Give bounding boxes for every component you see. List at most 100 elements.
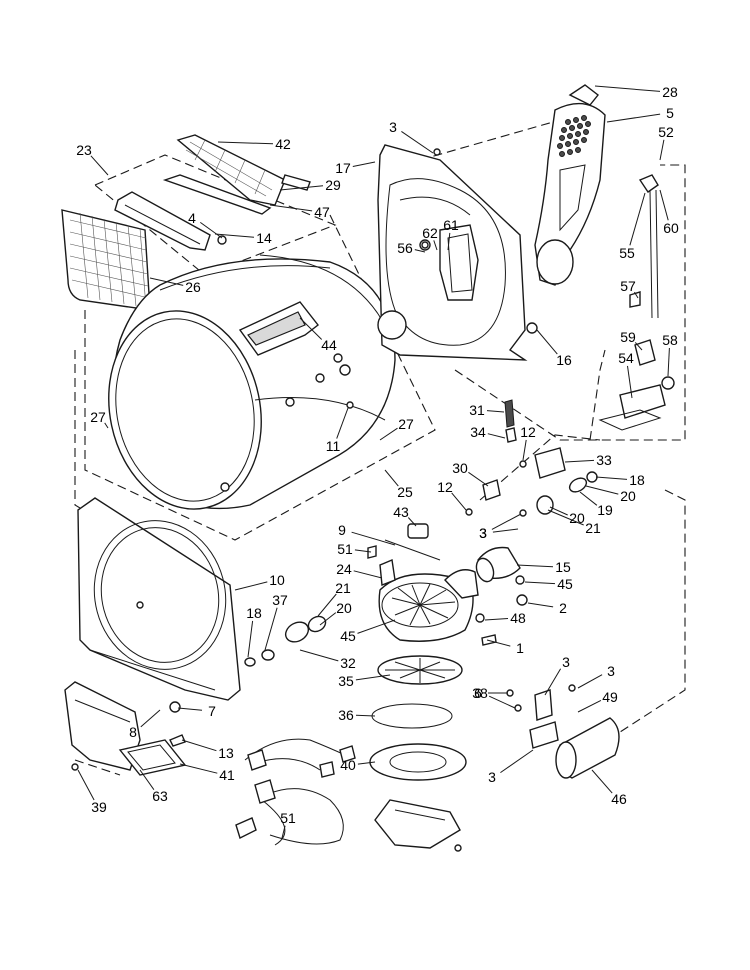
leader-line [659, 139, 665, 161]
callout-label: 2 [559, 600, 567, 616]
leader-line [627, 365, 633, 399]
callout-label: 48 [510, 610, 526, 626]
callout-label: 3 [389, 119, 397, 135]
leader-line [486, 410, 505, 413]
leader-line [407, 517, 417, 527]
leader-line [579, 491, 598, 506]
leader-line [594, 85, 661, 92]
callout-label: 19 [597, 502, 613, 518]
leader-line [247, 620, 254, 658]
callout-label: 57 [620, 278, 636, 294]
leader-line [104, 422, 109, 429]
callout-label: 46 [611, 791, 627, 807]
callout-label: 51 [280, 810, 296, 826]
callout-label: 45 [340, 628, 356, 644]
leader-line [264, 607, 278, 651]
callout-label: 27 [90, 409, 106, 425]
leader-line [355, 674, 391, 681]
burner-tube [506, 684, 620, 779]
leader-line [234, 581, 268, 591]
callout-label: 56 [397, 240, 413, 256]
leader-line [217, 141, 274, 145]
callout-label: 45 [557, 576, 573, 592]
callout-label: 33 [596, 452, 612, 468]
leader-line [352, 161, 376, 167]
callout-label: 38 [472, 685, 488, 701]
callout-label: 43 [393, 504, 409, 520]
leader-line [336, 407, 349, 439]
leader-line [384, 469, 399, 487]
leader-line [414, 249, 426, 253]
lower-duct [64, 681, 187, 776]
callout-label: 58 [662, 332, 678, 348]
callout-label: 3 [562, 654, 570, 670]
callout-label: 28 [662, 84, 678, 100]
callout-label: 26 [185, 279, 201, 295]
leader-line [379, 427, 398, 441]
callout-label: 54 [618, 350, 634, 366]
leader-line [633, 291, 639, 299]
callout-label: 62 [422, 225, 438, 241]
leader-line [491, 513, 522, 530]
callout-label: 7 [208, 703, 216, 719]
lint-duct [114, 191, 227, 251]
leader-line [90, 155, 109, 176]
callout-label: 1 [516, 640, 524, 656]
callout-label: 60 [663, 220, 679, 236]
callout-label: 12 [520, 424, 536, 440]
callout-label: 27 [398, 416, 414, 432]
callout-label: 17 [335, 160, 351, 176]
leader-line [319, 612, 337, 626]
leader-line [353, 570, 383, 579]
gas-valve-assembly [598, 174, 675, 431]
leader-line [177, 707, 203, 711]
callout-label: 10 [269, 572, 285, 588]
callout-label: 40 [340, 757, 356, 773]
callout-label: 59 [620, 329, 636, 345]
callout-label: 8 [129, 724, 137, 740]
sensors [465, 399, 598, 517]
callout-label: 9 [338, 522, 346, 538]
leader-line [536, 329, 558, 355]
callout-label: 49 [602, 689, 618, 705]
callout-label: 39 [91, 799, 107, 815]
callout-label: 61 [443, 217, 459, 233]
callout-label: 55 [619, 245, 635, 261]
leader-line [140, 709, 161, 728]
callout-label: 21 [335, 580, 351, 596]
leader-line [139, 769, 155, 790]
leader-line [492, 528, 519, 533]
leader-line [659, 189, 669, 221]
callout-label: 16 [556, 352, 572, 368]
callout-label: 15 [555, 559, 571, 575]
leader-line [486, 639, 511, 647]
callout-label: 12 [437, 479, 453, 495]
leader-line [357, 619, 396, 634]
callout-label: 3 [607, 663, 615, 679]
leader-line [355, 714, 376, 717]
leader-line [433, 240, 438, 251]
callout-label: 37 [272, 592, 288, 608]
leader-line [516, 564, 554, 568]
leader-line [527, 602, 554, 608]
callout-label: 4 [188, 210, 196, 226]
leader-line [629, 192, 646, 246]
leader-line [269, 204, 313, 212]
leader-line [500, 749, 534, 774]
leader-line [77, 769, 95, 801]
leader-line [577, 674, 603, 689]
leader-line [488, 695, 516, 709]
front-bulkhead [77, 497, 241, 701]
hardware-screws [71, 148, 462, 852]
leader-line [585, 485, 619, 495]
callout-label: 34 [470, 424, 486, 440]
leader-line [357, 761, 376, 765]
leader-line [484, 618, 509, 621]
leader-line [522, 439, 527, 461]
leader-line [591, 769, 613, 794]
callout-label: 14 [256, 230, 272, 246]
callout-label: 18 [629, 472, 645, 488]
callout-label: 63 [152, 788, 168, 804]
callout-label: 3 [479, 525, 487, 541]
